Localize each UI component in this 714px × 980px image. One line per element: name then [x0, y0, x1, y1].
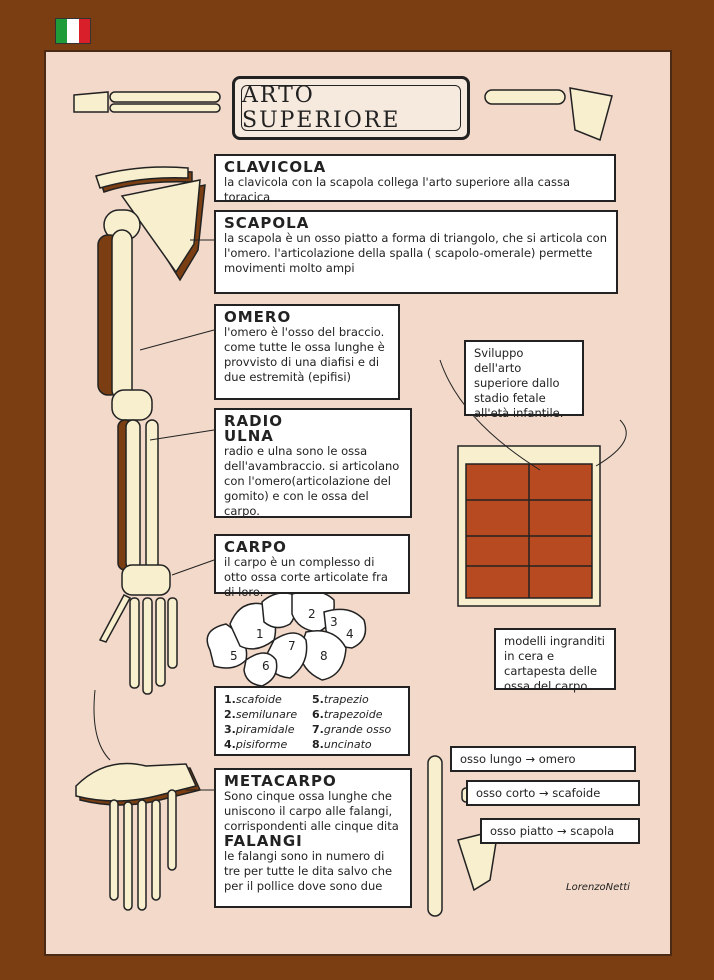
- falangi-text: le falangi sono in numero di tre per tut…: [224, 849, 393, 893]
- carpo-heading: CARPO: [224, 538, 287, 556]
- carpal-item: 2.semilunare: [224, 708, 298, 721]
- carpal-item: 7.grande osso: [312, 723, 392, 736]
- carpal-item: 4.pisiforme: [224, 738, 288, 751]
- omero-heading: OMERO: [224, 308, 292, 326]
- metacarpo-text: Sono cinque ossa lunghe che uniscono il …: [224, 789, 399, 833]
- carpal-number: 7: [288, 639, 296, 653]
- falangi-heading: FALANGI: [224, 832, 303, 850]
- carpo-text: il carpo è un complesso di otto ossa cor…: [224, 555, 388, 599]
- models-text: modelli ingranditi in cera e cartapesta …: [504, 634, 605, 693]
- bone-type-short: osso corto → scafoide: [466, 780, 640, 806]
- radio-ulna-text: radio e ulna sono le ossa dell'avambracc…: [224, 444, 400, 518]
- metacarpo-heading: METACARPO: [224, 772, 337, 790]
- title-plaque: ARTO SUPERIORE: [232, 76, 470, 140]
- carpal-number: 8: [320, 649, 328, 663]
- italian-flag: [55, 18, 91, 44]
- carpal-item: 3.piramidale: [224, 723, 295, 736]
- ulna-heading: ULNA: [224, 427, 274, 445]
- bone-type-label: osso corto → scafoide: [476, 786, 601, 800]
- development-text: Sviluppo dell'arto superiore dallo stadi…: [474, 346, 564, 420]
- bone-type-label: osso lungo → omero: [460, 752, 576, 766]
- carpal-item: 8.uncinato: [312, 738, 372, 751]
- carpal-bone-list: 1.scafoide 5.trapezio 2.semilunare 6.trape…: [214, 686, 410, 756]
- carpal-number: 4: [346, 627, 354, 641]
- models-note: modelli ingranditi in cera e cartapesta …: [494, 628, 616, 693]
- radio-heading: RADIO: [224, 412, 283, 430]
- development-note: Sviluppo dell'arto superiore dallo stadi…: [464, 340, 584, 420]
- metacarpo-falangi-box: METACARPO Sono cinque ossa lunghe che un…: [214, 768, 412, 908]
- carpal-number: 6: [262, 659, 270, 673]
- bone-type-long: osso lungo → omero: [450, 746, 636, 772]
- clavicola-box: CLAVICOLA la clavicola con la scapola co…: [214, 154, 616, 204]
- page-title: ARTO SUPERIORE: [241, 83, 461, 133]
- carpo-box: CARPO il carpo è un complesso di otto os…: [214, 534, 410, 599]
- clavicola-text: la clavicola con la scapola collega l'ar…: [224, 175, 571, 204]
- carpal-item: 5.trapezio: [312, 693, 369, 706]
- carpal-number: 5: [230, 649, 238, 663]
- clavicola-heading: CLAVICOLA: [224, 158, 327, 176]
- bone-type-flat: osso piatto → scapola: [480, 818, 640, 844]
- carpal-number: 2: [308, 607, 316, 621]
- omero-text: l'omero è l'osso del braccio. come tutte…: [224, 325, 385, 384]
- radio-ulna-box: RADIO ULNA radio e ulna sono le ossa del…: [214, 408, 412, 518]
- carpal-number: 1: [256, 627, 264, 641]
- scapola-heading: SCAPOLA: [224, 214, 310, 232]
- carpal-number: 3: [330, 615, 338, 629]
- scapola-box: SCAPOLA la scapola è un osso piatto a fo…: [214, 210, 618, 294]
- omero-box: OMERO l'omero è l'osso del braccio. come…: [214, 304, 400, 400]
- carpal-item: 1.scafoide: [224, 693, 282, 706]
- carpal-item: 6.trapezoide: [312, 708, 383, 721]
- bone-type-label: osso piatto → scapola: [490, 824, 615, 838]
- scapola-text: la scapola è un osso piatto a forma di t…: [224, 231, 607, 275]
- signature: LorenzoNetti: [566, 882, 630, 893]
